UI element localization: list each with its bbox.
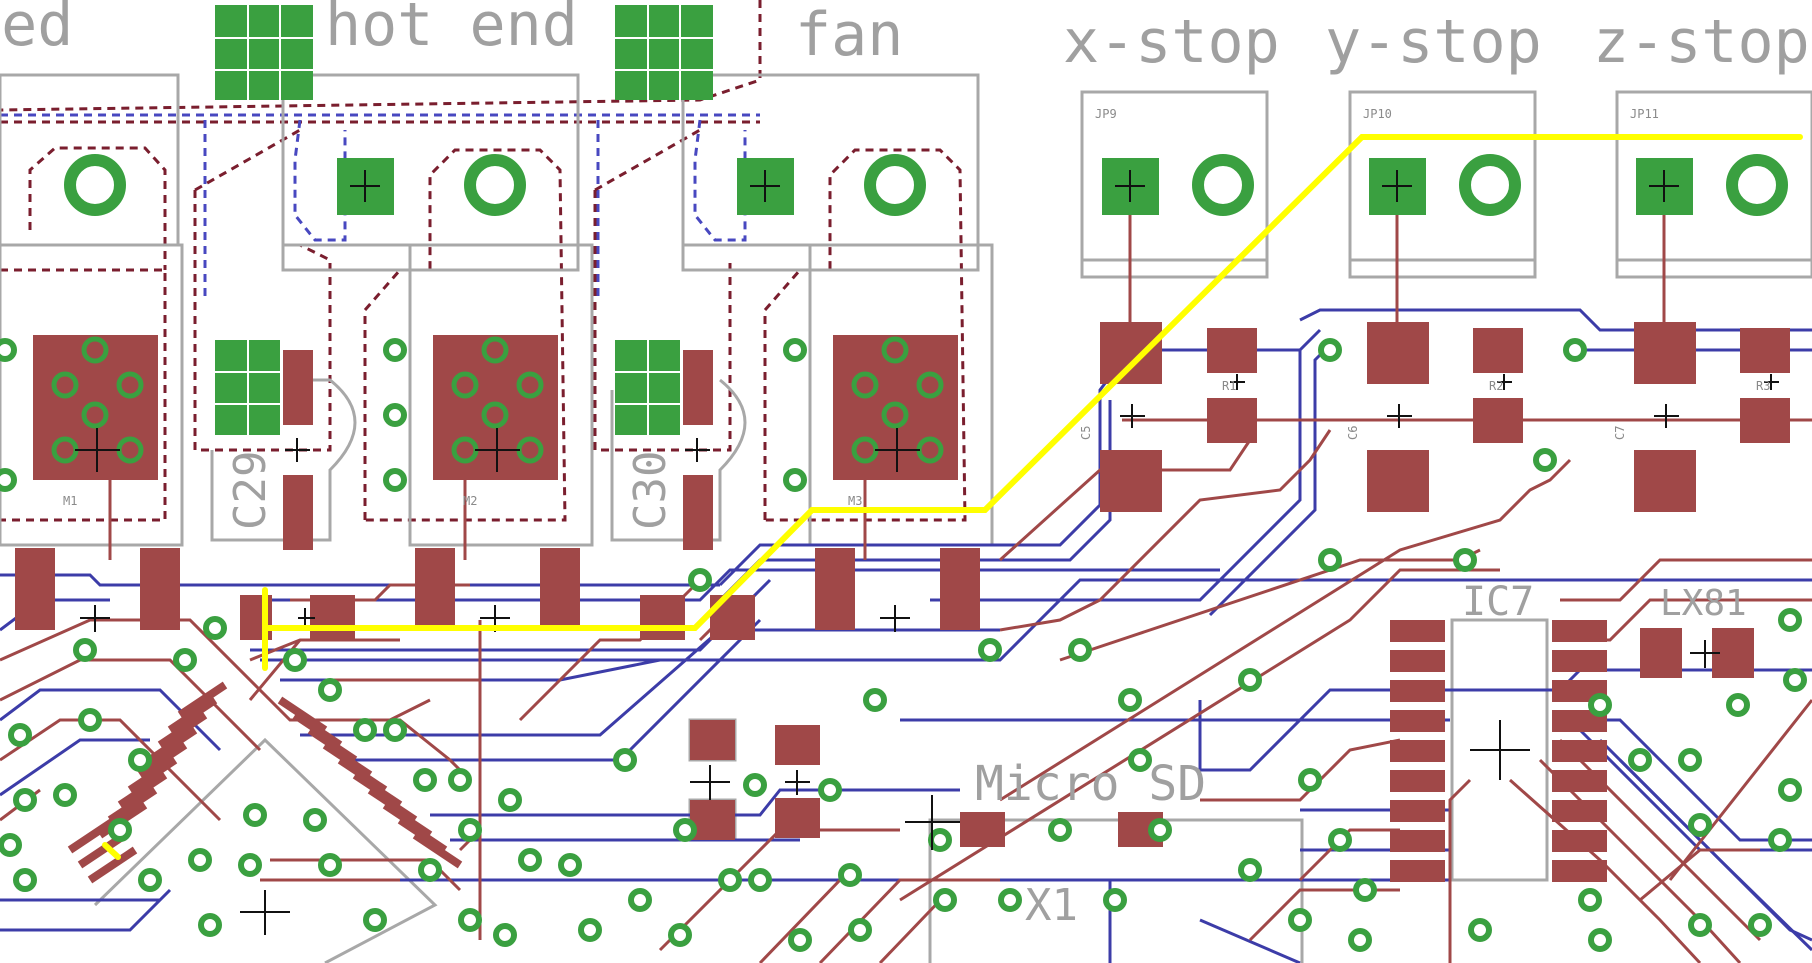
label-m3: M3	[848, 494, 862, 508]
pin-header-crosses	[215, 5, 713, 435]
label-m2: M2	[463, 494, 477, 508]
mosfet-vias	[51, 336, 944, 464]
label-x1: X1	[1025, 880, 1078, 931]
silkscreen-outlines	[0, 73, 1812, 963]
label-fan: fan	[795, 0, 903, 70]
label-ic7: IC7	[1462, 579, 1534, 625]
label-x-stop: x-stop	[1063, 7, 1280, 77]
label-y-stop: y-stop	[1325, 7, 1542, 77]
top-copper-traces	[0, 185, 1812, 963]
label-jp9: JP9	[1095, 107, 1117, 121]
dashed-polygons	[0, 0, 967, 522]
label-r3: R3	[1756, 379, 1770, 393]
label-jp10: JP10	[1363, 107, 1392, 121]
label-m1: M1	[63, 494, 77, 508]
label-micro-sd: Micro SD	[975, 756, 1206, 812]
mcu-pin-pads	[67, 681, 463, 884]
label-bed: bed	[0, 0, 73, 60]
connector-pads	[64, 154, 1788, 216]
label-z-stop: z-stop	[1593, 7, 1810, 77]
label-r2: R2	[1489, 379, 1503, 393]
label-c7: C7	[1613, 426, 1627, 440]
highlighted-trace	[102, 134, 1803, 860]
label-jp11: JP11	[1630, 107, 1659, 121]
label-c5: C5	[1079, 426, 1093, 440]
label-lx81: LX81	[1660, 583, 1747, 624]
label-r1: R1	[1222, 379, 1236, 393]
vias	[0, 338, 1807, 952]
label-c30: C30	[625, 451, 676, 530]
origin-markers	[75, 170, 1779, 935]
silkscreen-labels: bed hot end fan x-stop y-stop z-stop Mic…	[0, 0, 1810, 931]
label-c29: C29	[225, 451, 276, 530]
label-hot-end: hot end	[325, 0, 578, 60]
label-c6: C6	[1346, 426, 1360, 440]
